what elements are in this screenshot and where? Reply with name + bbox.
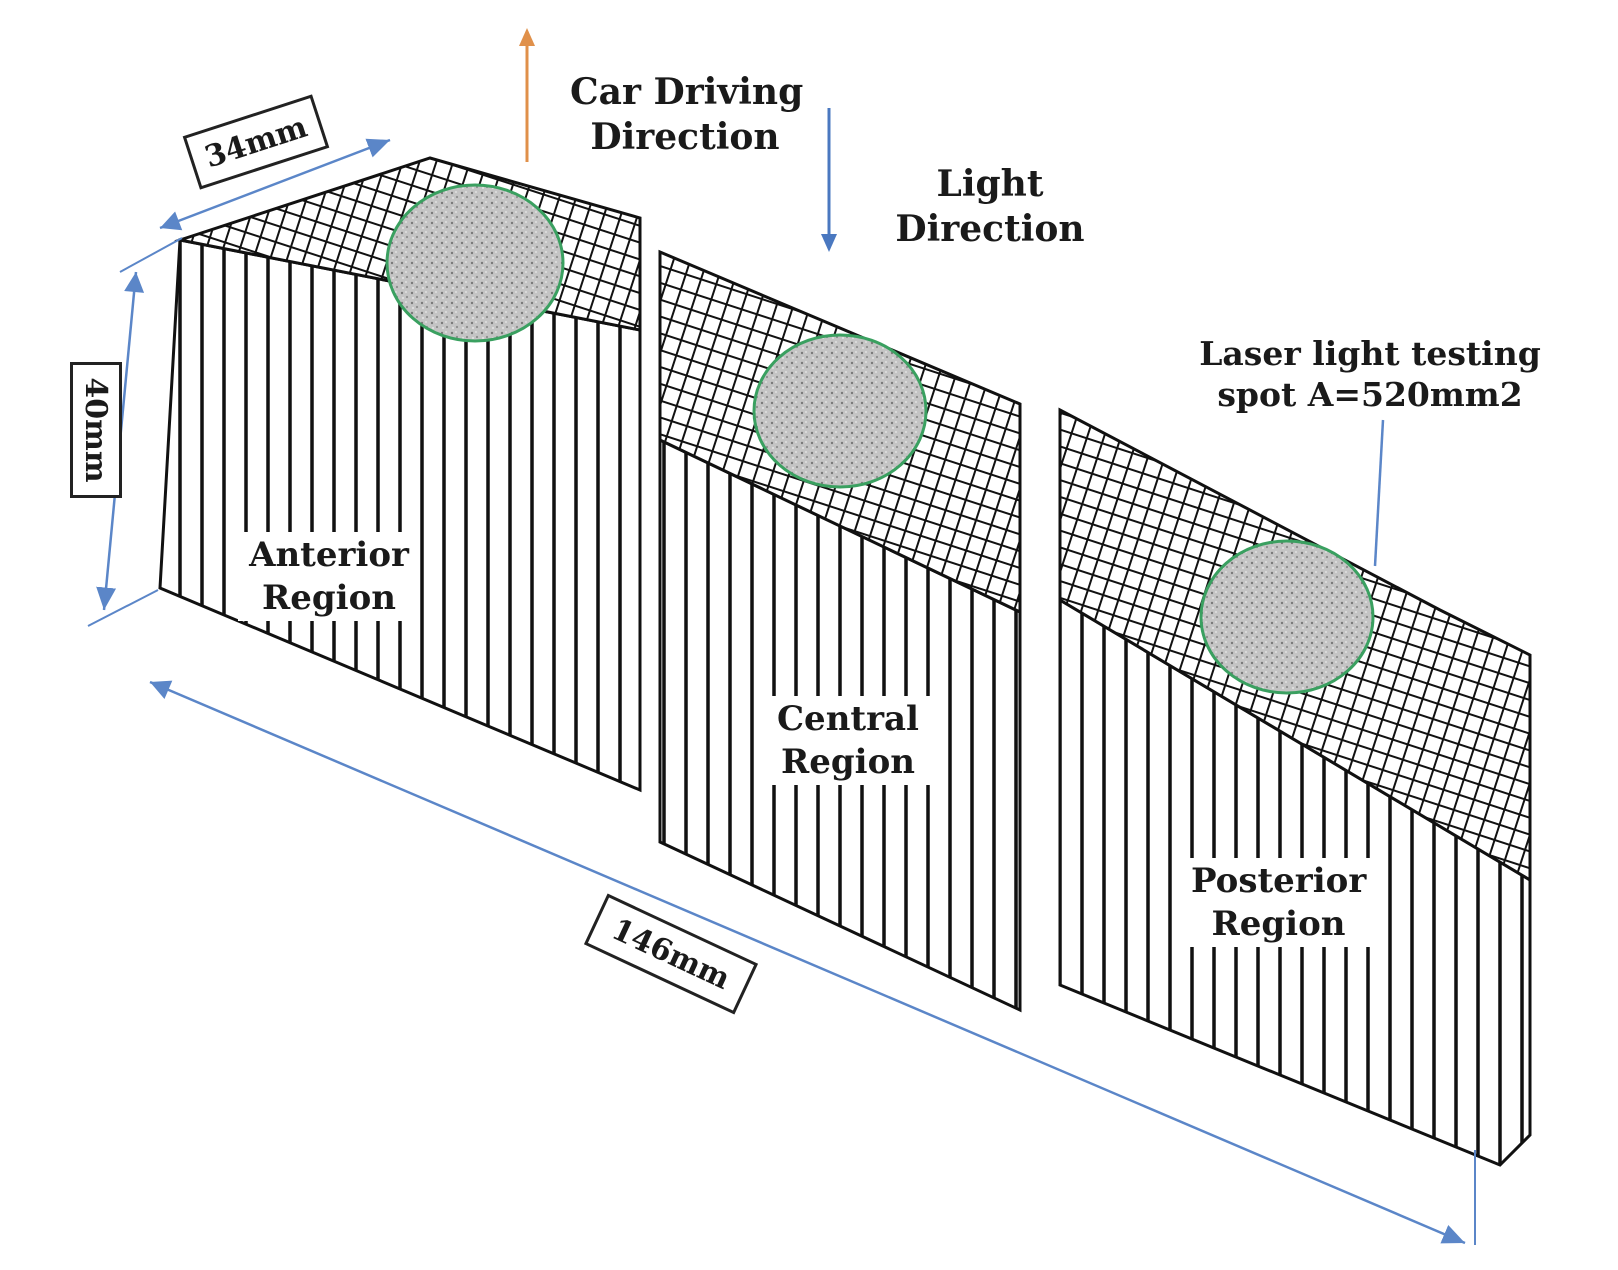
anterior-front-face [158,238,642,793]
central-region-label: Central Region [762,696,934,785]
posterior-region-label: Posterior Region [1185,858,1372,947]
light-direction-label: Light Direction [895,163,1085,250]
anterior-block [158,156,642,793]
car-driving-direction-label: Car Driving Direction [570,71,804,158]
length-dimension-line [149,680,1466,1245]
anterior-laser-spot [385,183,565,343]
posterior-block [1058,407,1532,1167]
anterior-region-label: Anterior Region [238,532,420,621]
car-driving-arrow [519,28,535,162]
light-direction-arrow [821,108,837,252]
posterior-laser-spot [1199,539,1375,695]
height-dimension-box: 40mm [70,362,122,498]
extension-line-top-left [119,237,183,273]
central-block [658,249,1022,1013]
laser-spot-label: Laser light testing spot A=520mm2 [1199,334,1541,415]
extension-line-bottom-left [87,589,159,627]
depth-dimension-line [159,138,391,231]
central-laser-spot [752,333,928,489]
laser-pointer-line [1373,419,1385,567]
